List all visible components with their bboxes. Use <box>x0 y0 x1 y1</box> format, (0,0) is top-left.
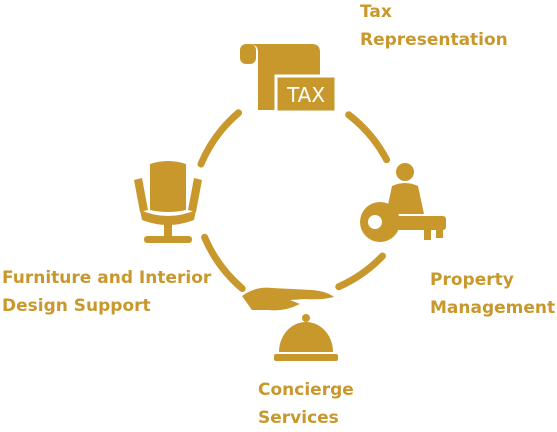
label-line: Design Support <box>2 296 151 316</box>
label-furniture-interior: Furniture and Interior Design Support <box>2 264 211 320</box>
label-line: Tax <box>360 2 392 22</box>
label-property-management: Property Management <box>430 266 555 322</box>
label-line: Management <box>430 298 556 318</box>
label-line: Services <box>258 408 339 428</box>
label-tax-representation: Tax Representation <box>360 0 508 54</box>
label-concierge-services: Concierge Services <box>258 376 354 432</box>
label-line: Furniture and Interior <box>2 268 212 288</box>
label-line: Property <box>430 270 514 290</box>
ring-arc-property-to-concierge <box>335 252 386 291</box>
ring-arc-concierge-to-furniture <box>201 233 246 292</box>
person-with-key-icon <box>360 163 446 242</box>
tax-document-icon: TAX <box>240 44 338 114</box>
ring-arc-furniture-to-tax <box>197 109 242 168</box>
ring-arc-tax-to-property <box>345 111 391 164</box>
hand-and-service-bell-icon <box>242 287 338 361</box>
tax-badge-text: TAX <box>286 83 325 107</box>
label-line: Concierge <box>258 380 354 400</box>
armchair-icon <box>134 161 202 243</box>
label-line: Representation <box>360 30 508 50</box>
cycle-ring <box>197 109 391 292</box>
